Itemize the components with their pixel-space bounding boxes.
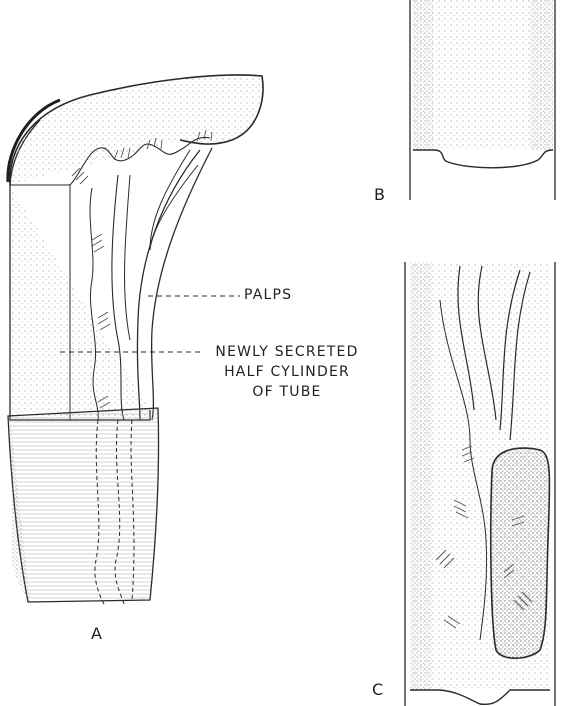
tube-label-line1: NEWLY SECRETED — [196, 342, 378, 362]
collar-a — [10, 75, 263, 185]
figure-b — [410, 0, 555, 200]
palps-a — [137, 150, 200, 420]
tube-a-lower — [8, 408, 159, 602]
tube-annotation: NEWLY SECRETED HALF CYLINDER OF TUBE — [196, 342, 378, 402]
figure-a — [8, 75, 263, 604]
tube-a-upper — [10, 185, 150, 420]
half-cylinder-c — [491, 448, 550, 658]
palps-label: PALPS — [244, 287, 292, 303]
panel-label-b: B — [374, 185, 385, 204]
panel-label-c: C — [372, 680, 384, 699]
panel-label-a: A — [91, 624, 102, 643]
figure-c — [405, 262, 555, 706]
tube-label-line3: OF TUBE — [196, 382, 378, 402]
tube-label-line2: HALF CYLINDER — [196, 362, 378, 382]
